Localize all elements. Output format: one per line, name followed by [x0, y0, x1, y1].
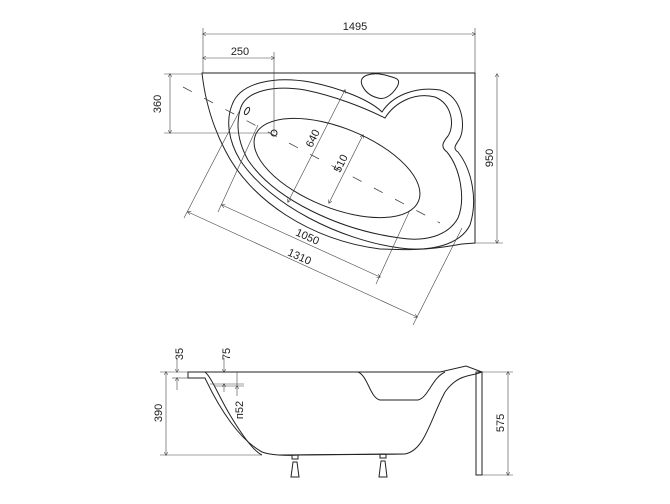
dim-390: 390: [153, 404, 165, 422]
overflow-hole: [243, 106, 251, 116]
dim-360: 360: [152, 95, 164, 113]
headrest-step: [357, 371, 446, 401]
tub-profile: [187, 365, 484, 456]
headrest: [360, 73, 400, 99]
dim-950: 950: [484, 149, 496, 167]
rim-inner: [237, 87, 463, 240]
dim-1310: 1310: [286, 247, 313, 268]
inner-wall: [204, 371, 263, 456]
side-panel: [475, 371, 483, 476]
side-view: 35 75 п52 390 575: [153, 348, 513, 478]
dim-250: 250: [231, 46, 249, 58]
foot-right: [378, 453, 388, 478]
dim-510: 510: [332, 153, 351, 175]
dim-640: 640: [304, 128, 323, 150]
center-axis: [182, 86, 441, 224]
top-view: 1495 250 360 950 640 510 1050 1310: [152, 21, 503, 326]
dim-75: 75: [221, 348, 233, 360]
dim-35: 35: [174, 348, 186, 360]
dim-1050: 1050: [294, 227, 321, 248]
foot-left: [290, 454, 300, 478]
dim-overflow-diameter: п52: [234, 401, 246, 419]
dim-1495: 1495: [343, 21, 367, 33]
rim-outer: [228, 79, 475, 250]
dim-575: 575: [495, 414, 507, 432]
